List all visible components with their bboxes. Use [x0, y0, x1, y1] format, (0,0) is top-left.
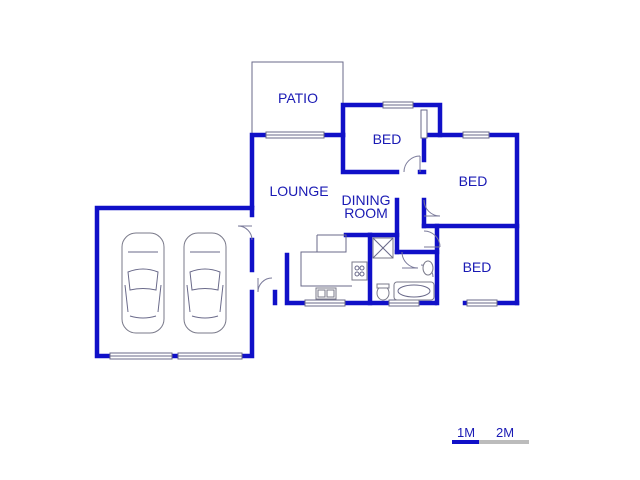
room-label-bed-lower: BED: [463, 259, 492, 275]
scale-segment-2: [479, 440, 529, 444]
scale-label-2m: 2M: [496, 425, 514, 440]
scale-label-1m: 1M: [457, 425, 475, 440]
scale-segment-1: [452, 440, 479, 444]
room-label-patio: PATIO: [278, 90, 318, 106]
car-icon: [121, 232, 165, 334]
room-label-bed-right: BED: [459, 173, 488, 189]
kitchen-counters: [300, 234, 368, 300]
room-label-lounge: LOUNGE: [269, 183, 328, 199]
doors: [237, 155, 441, 293]
windows: [109, 101, 498, 360]
patio-outline: [251, 61, 344, 135]
bathroom-fixtures: [372, 237, 435, 301]
room-label-dining: DINING: [342, 192, 391, 208]
scale-bar: 1M 2M: [452, 425, 529, 444]
room-label-bed-top: BED: [373, 131, 402, 147]
walls: [94, 102, 520, 359]
room-label-room: ROOM: [344, 205, 388, 221]
car-icon: [183, 232, 227, 334]
